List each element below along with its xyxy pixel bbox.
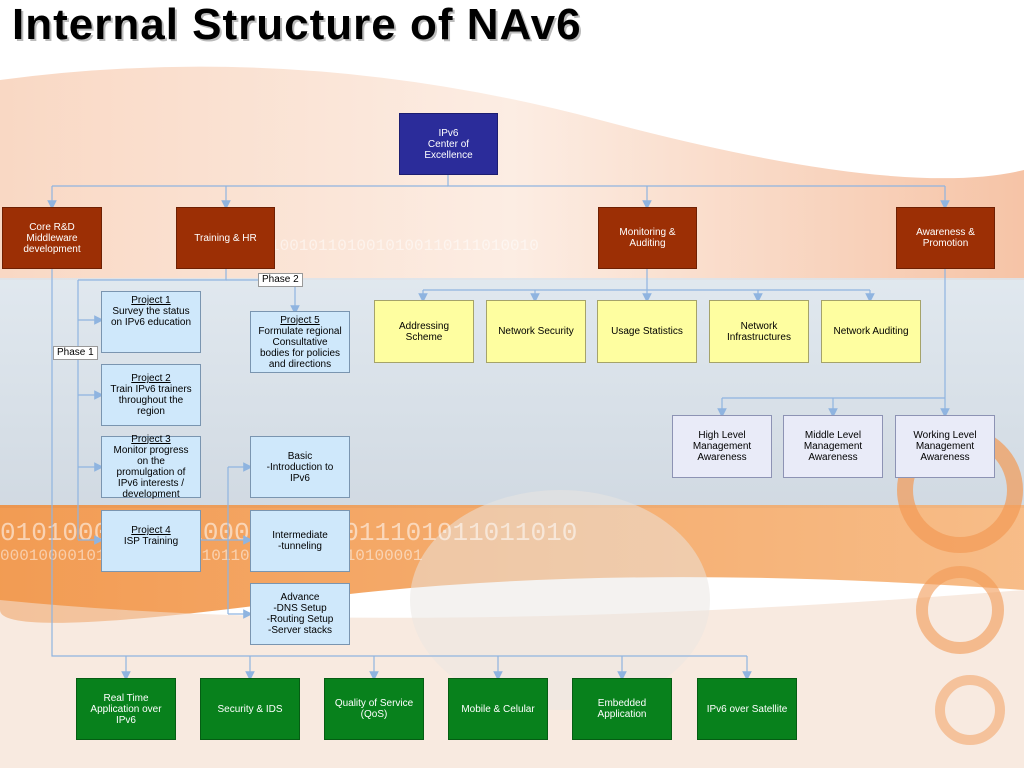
project-description: Formulate regional Consultative bodies f… [258, 325, 342, 370]
project-3-box: Project 3 Monitor progress on the promul… [101, 433, 201, 500]
project-title: Project 1 [131, 295, 171, 306]
project-title: Project 2 [131, 373, 171, 384]
division-core-rd: Core R&D Middleware development [2, 207, 102, 269]
core-ipv6-over-satellite: IPv6 over Satellite [697, 678, 797, 740]
awareness-middle-level: Middle Level Management Awareness [783, 415, 883, 478]
svg-text:1001011010010100110111010010: 1001011010010100110111010010 [270, 237, 539, 255]
monitoring-addressing-scheme: Addressing Scheme [374, 300, 474, 363]
core-real-time-application: Real Time Application over IPv6 [76, 678, 176, 740]
project-description: Survey the status on IPv6 education [110, 306, 192, 328]
project-4-box: Project 4 ISP Training [101, 510, 201, 572]
project-description: ISP Training [123, 536, 179, 547]
project-title: Project 3 [131, 433, 171, 445]
phase-2-label: Phase 2 [258, 273, 303, 287]
training-intermediate-box: Intermediate -tunneling [250, 510, 350, 572]
awareness-high-level: High Level Management Awareness [672, 415, 772, 478]
monitoring-network-infrastructures: Network Infrastructures [709, 300, 809, 363]
project-description: Train IPv6 trainers throughout the regio… [110, 384, 192, 417]
training-advance-box: Advance -DNS Setup -Routing Setup -Serve… [250, 583, 350, 645]
awareness-working-level: Working Level Management Awareness [895, 415, 995, 478]
division-monitoring-auditing: Monitoring & Auditing [598, 207, 697, 269]
center-of-excellence-box: IPv6 Center of Excellence [399, 113, 498, 175]
project-2-box: Project 2 Train IPv6 trainers throughout… [101, 364, 201, 426]
core-mobile-celular: Mobile & Celular [448, 678, 548, 740]
project-description: Monitor progress on the promulgation of … [113, 444, 189, 500]
project-5-box: Project 5 Formulate regional Consultativ… [250, 311, 350, 373]
monitoring-network-auditing: Network Auditing [821, 300, 921, 363]
project-title: Project 5 [280, 314, 320, 326]
division-training-hr: Training & HR [176, 207, 275, 269]
monitoring-usage-statistics: Usage Statistics [597, 300, 697, 363]
division-awareness-promotion: Awareness & Promotion [896, 207, 995, 269]
monitoring-network-security: Network Security [486, 300, 586, 363]
project-title: Project 4 [131, 525, 171, 536]
training-basic-box: Basic -Introduction to IPv6 [250, 436, 350, 498]
project-1-box: Project 1 Survey the status on IPv6 educ… [101, 291, 201, 353]
core-quality-of-service: Quality of Service (QoS) [324, 678, 424, 740]
phase-1-label: Phase 1 [53, 346, 98, 360]
page-title: Internal Structure of NAv6 [12, 0, 582, 49]
core-embedded-application: Embedded Application [572, 678, 672, 740]
core-security-ids: Security & IDS [200, 678, 300, 740]
